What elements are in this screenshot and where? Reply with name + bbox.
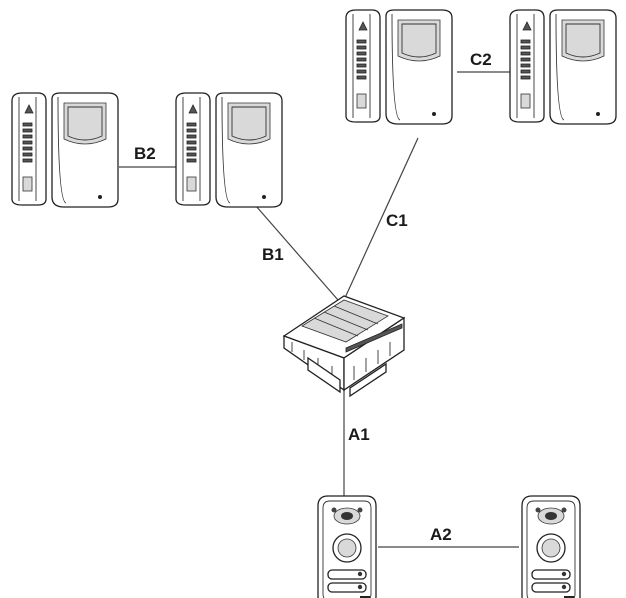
monitor-c2-icon [509, 9, 617, 125]
distributor-icon [283, 295, 405, 397]
wire-c1 [343, 137, 419, 301]
monitor-b2-icon [11, 92, 119, 208]
monitor-b1-icon [175, 92, 283, 208]
label-a2: A2 [430, 525, 452, 544]
entrance-panel-a1-icon [317, 495, 377, 598]
label-b2: B2 [134, 144, 156, 163]
label-a1: A1 [348, 425, 370, 444]
entrance-panel-a2-icon [521, 495, 581, 598]
label-c1: C1 [386, 211, 408, 230]
label-b1: B1 [262, 245, 284, 264]
label-c2: C2 [470, 50, 492, 69]
monitor-c1-icon [345, 9, 453, 125]
wire-b1 [255, 205, 339, 301]
